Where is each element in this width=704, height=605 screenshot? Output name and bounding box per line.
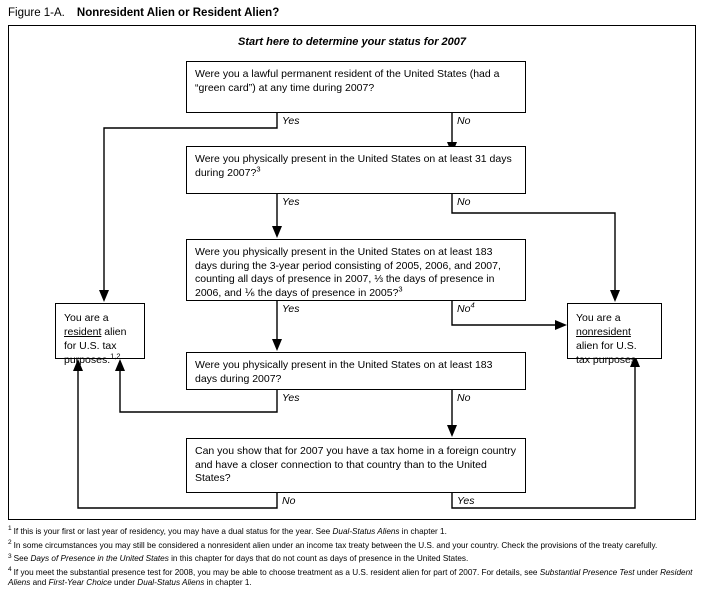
footnote-text: Substantial Presence Test [539,568,635,578]
outcome-text-resident-4: purposes. [64,354,111,366]
branch-label-q4-yes: Yes [282,392,300,404]
footnote-text: Days of Presence in the United States [30,554,169,564]
branch-text: No [282,495,296,507]
footnote-marker: 1,2 [110,351,121,361]
figure-label: Figure 1-A. [8,7,65,19]
footnote-marker: 4 [470,300,475,310]
footnote-marker: 2 [8,538,12,546]
outcome-text-resident-2: alien [101,326,127,338]
footnote-marker: 3 [256,164,261,173]
outcome-text-resident-3: for U.S. tax [64,340,117,352]
branch-label-q5-no: No [282,495,295,507]
footnote-text: in this chapter for days that do not cou… [168,554,469,564]
outcome-emphasis-resident: resident [64,326,102,338]
footnote-text: under [111,578,138,588]
footnote-text: Resident Aliens [8,568,693,588]
footnote-text: in chapter 1. [399,527,447,536]
footnote-text: Dual-Status Aliens [332,527,400,536]
decision-text-31-days: Were you physically present in the Unite… [195,153,512,179]
decision-text-183-days-2007: Were you physically present in the Unite… [195,359,493,385]
decision-box-closer-connection[interactable]: Can you show that for 2007 you have a ta… [186,438,526,493]
start-caption: Start here to determine your status for … [237,36,466,48]
branch-text: No [457,115,471,127]
footnote-text: In some circumstances you may still be c… [13,540,658,550]
decision-box-183-days-2007[interactable]: Were you physically present in the Unite… [186,352,526,390]
branch-label-q2-yes: Yes [282,196,300,208]
branch-text: Yes [282,115,300,127]
outcome-emphasis-nonresident: nonresident [576,326,631,338]
branch-label-q2-no: No [457,196,470,208]
branch-label-q1-no: No [457,115,470,127]
outcome-text-resident: You are a [64,312,109,324]
outcome-box-nonresident-alien[interactable]: You are a nonresident alien for U.S. tax… [567,303,662,366]
decision-box-31-days[interactable]: Were you physically present in the Unite… [186,146,526,194]
decision-box-green-card[interactable]: Were you a lawful permanent resident of … [186,61,526,113]
branch-text: Yes [282,303,300,315]
footnote-marker: 3 [8,552,12,560]
footnote-text: First-Year Choice [48,578,112,588]
footnote-text: If you meet the substantial presence tes… [13,568,540,578]
branch-label-q3-no: No4 [457,300,475,315]
branch-label-q3-yes: Yes [282,303,300,315]
footnote-text: and [30,578,49,588]
decision-text-closer-connection: Can you show that for 2007 you have a ta… [195,445,517,484]
outcome-text-nonresident-3: tax purposes. [576,354,640,366]
branch-text: Yes [457,495,475,507]
branch-label-q4-no: No [457,392,470,404]
footnote-marker: 1 [8,525,12,533]
footnote-marker: 4 [8,566,12,574]
outcome-text-nonresident: You are a [576,312,621,324]
outcome-box-resident-alien[interactable]: You are a resident alien for U.S. tax pu… [55,303,145,366]
branch-text: Yes [282,392,300,404]
decision-text-183-days-3-year: Were you physically present in the Unite… [195,246,501,299]
footnote-text: If this is your first or last year of re… [13,527,333,536]
footnote-text: under [634,568,661,578]
outcome-text-nonresident-2: alien for U.S. [576,340,637,352]
footnote-marker: 3 [398,284,403,293]
branch-text: Yes [282,196,300,208]
footnote-text: Dual-Status Aliens [137,578,205,588]
branch-text: No [457,392,471,404]
branch-text: No [457,303,471,315]
figure-heading: Figure 1-A. Nonresident Alien or Resident… [8,6,279,20]
decision-box-183-days-3-year[interactable]: Were you physically present in the Unite… [186,239,526,301]
footnote-text: See [13,554,31,564]
footnote-text: in chapter 1. [204,578,252,588]
decision-text-green-card: Were you a lawful permanent resident of … [195,68,500,94]
branch-text: No [457,196,471,208]
branch-label-q1-yes: Yes [282,115,300,127]
figure-title: Nonresident Alien or Resident Alien? [76,7,280,19]
branch-label-q5-yes: Yes [457,495,475,507]
